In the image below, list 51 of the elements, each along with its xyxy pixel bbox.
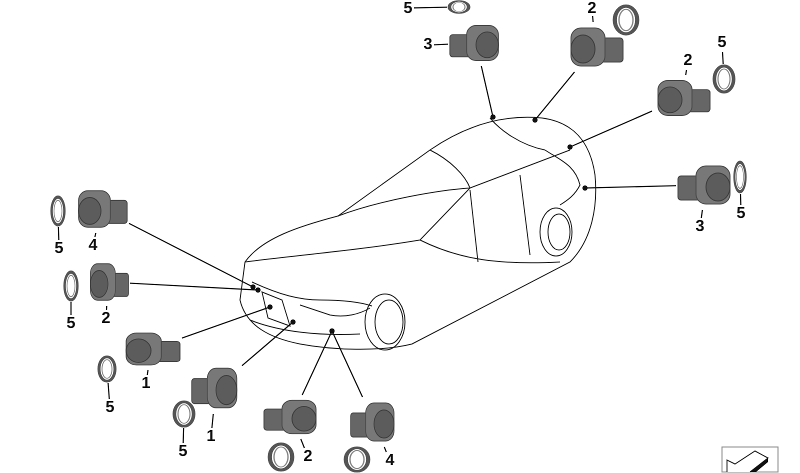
leader-line <box>329 328 364 398</box>
leader-line <box>146 370 149 376</box>
leader-line <box>414 6 448 8</box>
ring-picture <box>50 195 66 227</box>
leader-line <box>58 226 60 240</box>
ring-picture <box>172 400 196 428</box>
leader-line <box>128 222 256 290</box>
leader-line <box>242 319 296 366</box>
leader-line <box>106 306 108 310</box>
ring-picture <box>447 0 471 14</box>
callout-number: 3 <box>422 36 434 54</box>
callout-number: 5 <box>53 240 65 258</box>
leader-line <box>740 194 742 206</box>
callout-number: 2 <box>302 448 314 466</box>
leader-line <box>722 52 724 64</box>
leader-line <box>567 110 652 150</box>
leader-line <box>94 232 96 238</box>
ring-picture <box>267 442 295 472</box>
callout-number: 3 <box>694 218 706 236</box>
leader-line <box>182 428 184 444</box>
leader-line <box>480 66 496 120</box>
callout-number: 5 <box>104 399 116 417</box>
callout-number: 5 <box>402 0 414 16</box>
ring-picture <box>733 160 747 194</box>
callout-number: 2 <box>100 310 112 328</box>
leader-line <box>70 302 72 315</box>
leader-line <box>700 210 703 218</box>
leader-line <box>300 438 305 448</box>
callout-number: 4 <box>87 237 99 255</box>
ring-picture <box>63 270 79 302</box>
ring-picture <box>343 446 371 473</box>
ring-picture <box>612 4 640 36</box>
callout-number: 5 <box>177 443 189 461</box>
leader-line <box>532 72 575 123</box>
callout-number: 1 <box>140 375 152 393</box>
leader-line <box>182 304 273 339</box>
ring-picture <box>712 64 736 94</box>
callout-number: 4 <box>384 452 396 470</box>
leader-line <box>685 70 688 76</box>
callout-number: 1 <box>205 428 217 446</box>
callout-number: 5 <box>735 205 747 223</box>
leader-line <box>434 44 448 46</box>
ring-picture <box>97 355 117 383</box>
callout-number: 5 <box>65 315 77 333</box>
callout-number: 5 <box>716 34 728 52</box>
callout-number: 2 <box>586 0 598 16</box>
callout-number: 2 <box>682 52 694 70</box>
leader-line <box>211 414 214 428</box>
leader-line <box>592 16 594 22</box>
leader-line <box>108 382 110 400</box>
leader-line <box>384 446 387 452</box>
